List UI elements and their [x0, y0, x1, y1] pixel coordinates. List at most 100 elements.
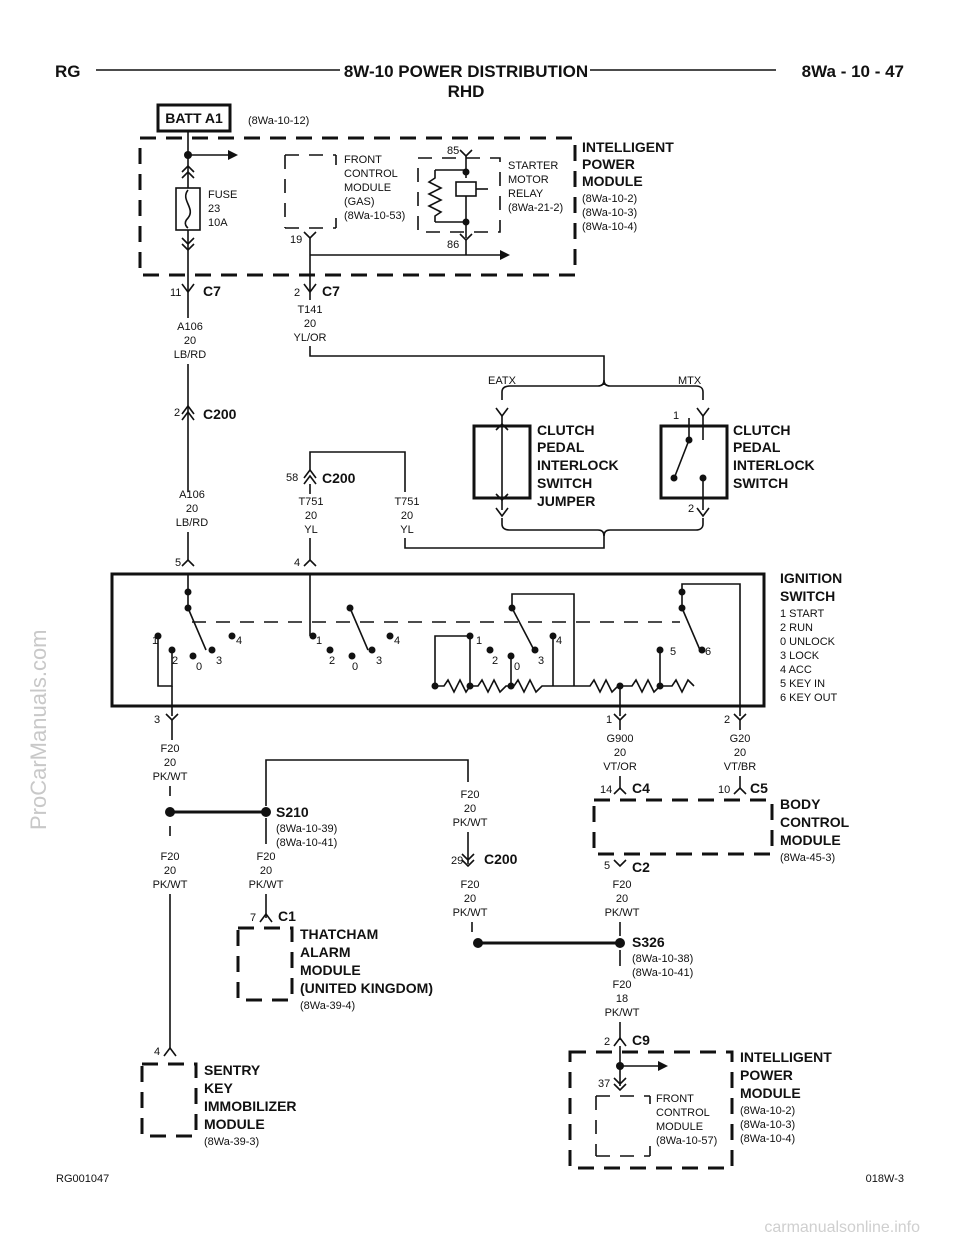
bcm-label-1: BODY [780, 796, 821, 812]
clutch-switch-bottom-chevron-icon [696, 507, 710, 518]
fcm-bot-label-4: (8Wa-10-57) [656, 1135, 717, 1147]
thatcham-label-4: (UNITED KINGDOM) [300, 980, 433, 996]
f20left-label-3: PK/WT [153, 879, 188, 891]
f20left-label-2: 20 [164, 865, 176, 877]
clutch-switch-label-2: PEDAL [733, 439, 781, 455]
a106a-label-1: A106 [177, 321, 203, 333]
ipm-bot-name-1: INTELLIGENT [740, 1049, 832, 1065]
ign-g3-blade [511, 607, 535, 651]
ign-g1-c4 [228, 632, 236, 640]
ign-pin-bot-1: 1 [606, 714, 612, 726]
ign-g3-top-wire [511, 593, 575, 686]
ipm-top-name-1: INTELLIGENT [582, 139, 674, 155]
sentry-box [140, 1062, 198, 1138]
relay-label-2: MOTOR [508, 174, 549, 186]
jumper-label-5: JUMPER [537, 493, 595, 509]
sentry-label-1: SENTRY [204, 1062, 261, 1078]
s210-splice [261, 807, 271, 817]
jumper-label-2: PEDAL [537, 439, 585, 455]
ign-legend-5: 4 ACC [780, 664, 812, 676]
relay-85-chevron-icon [459, 149, 473, 158]
ign-pin5-chevron-icon [181, 558, 195, 567]
jumper-inner-chevrons-icon [495, 422, 509, 502]
s326-ref-1: (8Wa-10-38) [632, 953, 693, 965]
ign-pin-bot-2: 2 [724, 714, 730, 726]
relay-core-icon [455, 181, 477, 197]
ign-g2-lbl2: 2 [329, 655, 335, 667]
ign-title-1: IGNITION [780, 570, 842, 586]
relay-contact-top-dot [462, 168, 470, 176]
fuse-bus-arrow-icon [228, 150, 238, 160]
ign-g2-lbl3: 3 [376, 655, 382, 667]
fcm-bot-label-1: FRONT [656, 1093, 694, 1105]
f20left-label-1: F20 [161, 851, 180, 863]
ign-g3-lbl3: 3 [538, 655, 544, 667]
s326-splice [615, 938, 625, 948]
ign-g4-c6 [698, 646, 706, 654]
c200a-chevron-icon [181, 404, 195, 421]
ign-g1-blade [187, 607, 207, 651]
ipm-top-box [138, 136, 577, 277]
ign-g1-lbl4: 4 [236, 635, 242, 647]
ign-ladder-node-3 [507, 682, 515, 690]
footer-left: RG001047 [56, 1173, 109, 1185]
thatcham-label-3: MODULE [300, 962, 361, 978]
c9-name: C9 [632, 1032, 650, 1048]
header-subtitle: RHD [448, 82, 485, 101]
ign-g2-blade [349, 607, 369, 651]
fuse-label-2: 23 [208, 203, 220, 215]
ipm-top-ref-3: (8Wa-10-4) [582, 221, 637, 233]
c1-chevron-icon [259, 912, 273, 923]
fcm-gas-pin: 19 [290, 234, 302, 246]
fcm-gas-label-5: (8Wa-10-53) [344, 210, 405, 222]
c200c-pin: 29 [451, 855, 463, 867]
ipm-bot-ref-2: (8Wa-10-3) [740, 1119, 795, 1131]
c200a-pin: 2 [174, 407, 180, 419]
side-watermark: ProCarManuals.com [26, 629, 51, 830]
f20c2-label-3: PK/WT [605, 907, 640, 919]
ign-ladder-node-2 [466, 682, 474, 690]
f20ign-label-1: F20 [161, 743, 180, 755]
a106b-label-2: 20 [186, 503, 198, 515]
c1-name: C1 [278, 908, 296, 924]
c7a-pin: 11 [170, 287, 181, 299]
clutch-top-brace [501, 379, 704, 400]
ign-g3-lbl0: 0 [514, 661, 520, 673]
fcm-bot-box [595, 1095, 651, 1157]
t751a-label-1: T751 [298, 496, 323, 508]
fuse-body [175, 187, 201, 231]
c200c-chevron-icon [461, 853, 475, 868]
jumper-label-1: CLUTCH [537, 422, 595, 438]
ign-g2-c4 [386, 632, 394, 640]
relay-label-3: RELAY [508, 188, 544, 200]
ign-g2-c3 [368, 646, 376, 654]
f20midbot-label-3: PK/WT [453, 907, 488, 919]
batt-label: BATT A1 [165, 110, 223, 126]
batt-box [156, 103, 232, 133]
c2-name: C2 [632, 859, 650, 875]
ign-pin-top-4: 4 [294, 557, 300, 569]
fcm-bot-label-2: CONTROL [656, 1107, 710, 1119]
c200c-name: C200 [484, 851, 518, 867]
t751a-label-2: 20 [305, 510, 317, 522]
relay-label-1: STARTER [508, 160, 558, 172]
ign-legend-2: 2 RUN [780, 622, 813, 634]
f2018-label-3: PK/WT [605, 1007, 640, 1019]
fcm-gas-label-1: FRONT [344, 154, 382, 166]
ign-legend-7: 6 KEY OUT [780, 692, 838, 704]
s326-name: S326 [632, 934, 665, 950]
fcm-bot-label-3: MODULE [656, 1121, 703, 1133]
ign-g1-loop [157, 636, 173, 687]
c5-pin: 10 [718, 784, 730, 796]
c2-chevron-icon [613, 859, 627, 868]
c5-chevron-icon [733, 786, 747, 795]
fcm-gas-label-2: CONTROL [344, 168, 398, 180]
footer-right: 018W-3 [866, 1173, 904, 1185]
g20-label-1: G20 [730, 733, 751, 745]
mtx-label: MTX [678, 375, 702, 387]
bottom-watermark: carmanualsonline.info [764, 1219, 920, 1236]
g900-label-3: VT/OR [603, 761, 637, 773]
header-right: 8Wa - 10 - 47 [802, 62, 904, 81]
ign-g3-c2 [486, 646, 494, 654]
s210-ref-2: (8Wa-10-41) [276, 837, 337, 849]
